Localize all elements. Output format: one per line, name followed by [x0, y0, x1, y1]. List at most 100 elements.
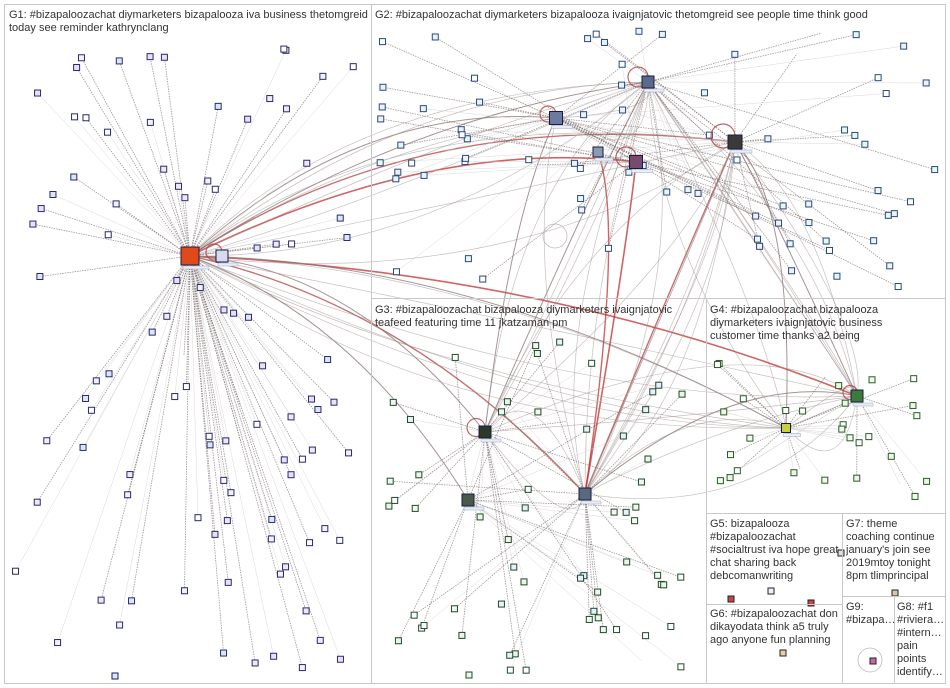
- profile-node-icon: [450, 605, 458, 613]
- inter-group-edge: [189, 81, 649, 257]
- edge: [467, 499, 636, 508]
- profile-node-icon: [268, 515, 276, 523]
- profile-node-icon: [220, 649, 228, 657]
- profile-node-icon: [112, 200, 120, 208]
- profile-node-icon: [869, 657, 877, 665]
- edge: [41, 208, 191, 257]
- node-label-tag: [551, 125, 573, 129]
- profile-node-icon: [420, 171, 428, 179]
- edge: [647, 45, 904, 83]
- inter-group-edge: [484, 431, 586, 510]
- edge: [189, 255, 303, 460]
- profile-node-icon: [599, 626, 607, 634]
- profile-node-icon: [644, 455, 652, 463]
- edge: [584, 409, 646, 495]
- edge: [555, 117, 738, 161]
- edge: [467, 499, 681, 578]
- profile-node-icon: [923, 477, 931, 485]
- edge: [424, 161, 637, 176]
- edge: [581, 81, 649, 211]
- profile-node-icon: [585, 615, 593, 623]
- profile-node-icon: [160, 165, 168, 173]
- profile-node-icon: [73, 63, 81, 71]
- edge: [73, 176, 191, 257]
- edge: [510, 493, 586, 671]
- group-label-g7: G7: theme coaching continue january's jo…: [846, 518, 935, 582]
- inter-group-edge: [734, 141, 858, 397]
- profile-node-icon: [782, 406, 790, 414]
- group-label-g3: G3: #bizapaloozachat bizapalooza diymark…: [375, 304, 673, 329]
- edge: [856, 395, 927, 482]
- edge: [189, 255, 199, 518]
- profile-node-icon: [594, 588, 602, 596]
- profile-node-icon: [377, 115, 385, 123]
- profile-node-icon: [287, 413, 295, 421]
- profile-node-icon: [314, 406, 322, 414]
- profile-node-icon: [43, 437, 51, 445]
- edge: [785, 427, 842, 430]
- profile-node-icon: [379, 83, 387, 91]
- profile-node-icon: [775, 219, 783, 227]
- edge: [608, 81, 649, 249]
- profile-node-icon: [302, 607, 310, 615]
- hub-node-icon: [215, 249, 229, 263]
- edge: [467, 499, 615, 513]
- inter-group-edge: [484, 117, 557, 433]
- profile-node-icon: [716, 477, 724, 485]
- edge: [580, 81, 649, 169]
- profile-node-icon: [307, 395, 315, 403]
- profile-node-icon: [116, 621, 124, 629]
- profile-node-icon: [349, 63, 357, 71]
- inter-group-edge: [189, 255, 469, 501]
- edge: [484, 431, 527, 671]
- node-label-tag: [643, 88, 665, 93]
- edge: [647, 81, 890, 267]
- profile-node-icon: [105, 370, 113, 378]
- edge: [189, 76, 324, 257]
- profile-node-icon: [280, 45, 288, 53]
- profile-node-icon: [788, 267, 796, 275]
- profile-node-icon: [852, 31, 860, 39]
- edge: [400, 117, 557, 146]
- profile-node-icon: [244, 115, 252, 123]
- profile-node-icon: [506, 651, 514, 659]
- hub-node-icon: [180, 246, 200, 266]
- profile-node-icon: [267, 535, 275, 543]
- inter-group-edge: [189, 255, 787, 429]
- edge: [635, 161, 756, 217]
- edge: [734, 141, 791, 244]
- edge: [189, 255, 319, 410]
- profile-node-icon: [392, 175, 400, 183]
- edge: [189, 255, 286, 567]
- profile-node-icon: [497, 600, 505, 608]
- profile-node-icon: [841, 399, 849, 407]
- edge: [621, 81, 649, 86]
- inter-group-edge: [785, 395, 858, 452]
- edge: [131, 255, 191, 601]
- edge: [484, 384, 659, 433]
- edge: [52, 194, 191, 257]
- profile-node-icon: [532, 342, 540, 350]
- inter-group-edge: [647, 81, 787, 429]
- edge: [129, 255, 191, 475]
- edge: [467, 499, 682, 668]
- profile-node-icon: [584, 35, 592, 43]
- profile-node-icon: [890, 210, 898, 218]
- edge: [785, 378, 914, 429]
- edge: [555, 93, 887, 119]
- profile-node-icon: [779, 202, 787, 210]
- profile-node-icon: [756, 242, 764, 250]
- profile-node-icon: [316, 636, 324, 644]
- inter-group-edge: [584, 81, 663, 495]
- edge: [785, 427, 869, 437]
- profile-node-icon: [463, 135, 471, 143]
- edge: [734, 135, 855, 143]
- edge: [398, 499, 469, 641]
- profile-node-icon: [658, 30, 666, 38]
- node-label-tag: [631, 169, 653, 173]
- node-label-tag: [852, 402, 874, 407]
- edge: [118, 60, 191, 257]
- edge: [647, 81, 827, 242]
- profile-node-icon: [146, 118, 154, 126]
- edge: [467, 488, 529, 501]
